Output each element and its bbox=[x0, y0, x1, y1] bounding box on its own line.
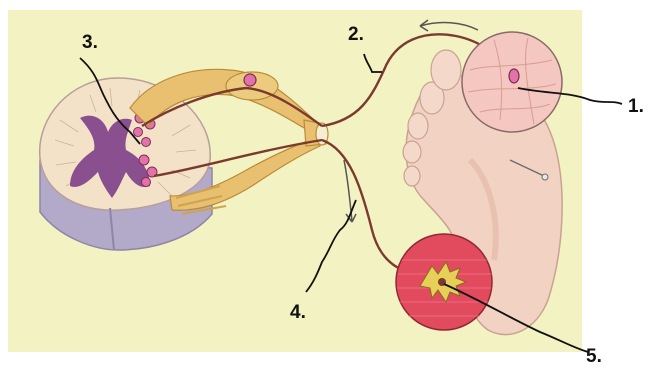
muscle-effector-circle bbox=[396, 234, 492, 330]
skin-receptor-circle bbox=[462, 32, 562, 132]
label-1: 1. bbox=[628, 96, 644, 117]
label-5: 5. bbox=[586, 346, 602, 367]
label-3: 3. bbox=[82, 32, 98, 53]
label-2: 2. bbox=[348, 24, 364, 45]
label-4: 4. bbox=[290, 302, 306, 323]
ganglion-cell-body bbox=[244, 74, 256, 86]
